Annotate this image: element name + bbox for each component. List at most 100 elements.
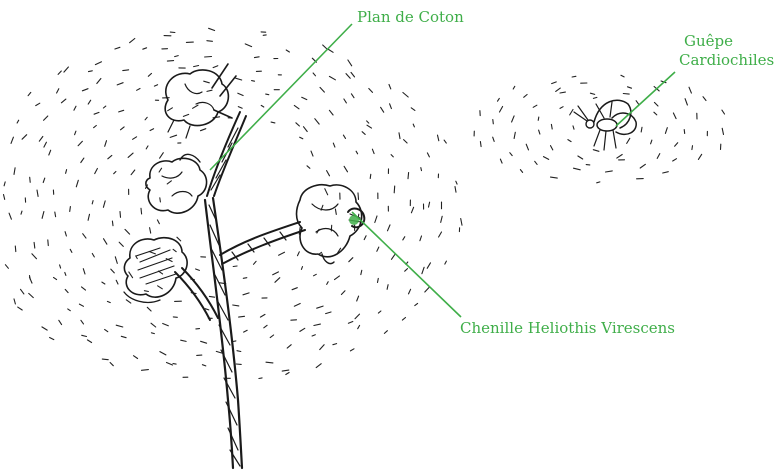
scent-dash (402, 318, 405, 321)
scent-dash (266, 362, 273, 363)
scent-dash (294, 105, 299, 108)
scent-dash (142, 370, 149, 371)
scent-dash (183, 114, 188, 116)
scent-dash (326, 312, 331, 314)
wasp-leader-line (616, 72, 675, 126)
plant-label: Plan de Coton (357, 8, 464, 26)
scent-dash (216, 351, 221, 353)
scent-dash (11, 137, 13, 143)
scent-dash (675, 143, 678, 147)
scent-dash (115, 257, 117, 264)
scent-dash (120, 212, 121, 218)
scent-dash (147, 307, 151, 311)
scent-dash (367, 121, 369, 123)
scent-dash (81, 158, 84, 162)
scent-dash (82, 335, 87, 336)
scent-dash (239, 316, 245, 317)
scent-dash (270, 335, 273, 338)
scent-dash (387, 285, 388, 290)
scent-dash (159, 168, 162, 172)
scent-dash (255, 57, 260, 58)
scent-dash (204, 81, 210, 83)
scent-dash (39, 137, 43, 142)
scent-dash (108, 155, 112, 158)
scent-dash (36, 103, 40, 105)
scent-dash (18, 307, 23, 310)
scent-dash (81, 320, 84, 324)
scent-dash (287, 345, 291, 348)
scent-dash (500, 159, 502, 163)
scent-dash (593, 97, 597, 98)
scent-dash (82, 287, 86, 290)
scent-dash (160, 153, 164, 159)
scent-dash (141, 208, 142, 214)
scent-dash (427, 153, 429, 157)
scent-dash (66, 170, 67, 174)
scent-dash (126, 300, 131, 303)
scent-dash (205, 57, 212, 58)
scent-dash (356, 151, 358, 154)
scent-dash (329, 76, 335, 79)
scent-dash (552, 82, 557, 84)
scent-dash (193, 105, 198, 108)
scent-dash (167, 363, 173, 366)
scent-dash (301, 267, 302, 270)
scent-dash (286, 50, 289, 52)
scent-dash (315, 119, 319, 124)
scent-dash (129, 272, 133, 278)
scent-dash (302, 97, 307, 99)
scent-dash (411, 108, 415, 111)
scent-dash (75, 131, 76, 135)
scent-dash (112, 221, 113, 226)
scent-dash (207, 90, 212, 91)
scent-dash (21, 289, 24, 294)
scent-dash (65, 289, 68, 292)
scent-dash (420, 236, 422, 241)
scent-dash (684, 130, 685, 134)
scent-dash (163, 324, 169, 326)
scent-dash (130, 39, 135, 43)
scent-dash (173, 364, 176, 365)
scent-dash (590, 93, 594, 94)
scent-dash (76, 180, 78, 187)
cotton-boll-middle (146, 154, 207, 213)
scent-dash (346, 74, 350, 79)
scent-dash (207, 41, 213, 42)
scent-dash (378, 278, 379, 282)
cotton-boll-top (165, 64, 236, 138)
scent-dash (422, 267, 424, 273)
scent-dash (429, 202, 430, 207)
scent-dash (409, 289, 411, 294)
scent-dash (254, 261, 257, 264)
scent-dash (168, 108, 173, 111)
scent-dash (294, 304, 300, 307)
scent-dash (663, 172, 669, 173)
scent-dash (560, 107, 563, 109)
scent-dash (205, 309, 209, 310)
scent-dash (32, 254, 37, 259)
scent-dash (68, 309, 71, 311)
cotton-plant (124, 64, 364, 468)
scent-dash (689, 87, 691, 93)
scent-dash (358, 193, 359, 200)
scent-dash (651, 140, 652, 144)
scent-dash (438, 135, 439, 141)
scent-dash (369, 89, 373, 93)
scent-dash (370, 174, 371, 178)
scent-dash (175, 56, 179, 57)
cotton-flower-lower (124, 238, 187, 303)
scent-dash (512, 116, 514, 122)
scent-dash (399, 133, 400, 139)
scent-dash (78, 141, 82, 145)
scent-dash (245, 44, 251, 47)
scent-dash (151, 323, 156, 327)
scent-dash (341, 291, 345, 295)
scent-dash (617, 155, 622, 159)
scent-dash (209, 296, 214, 297)
scent-dash (50, 338, 54, 340)
scent-dash (461, 219, 462, 226)
scent-dash (500, 107, 503, 113)
scent-dash (394, 186, 395, 193)
scent-dash (325, 189, 328, 195)
